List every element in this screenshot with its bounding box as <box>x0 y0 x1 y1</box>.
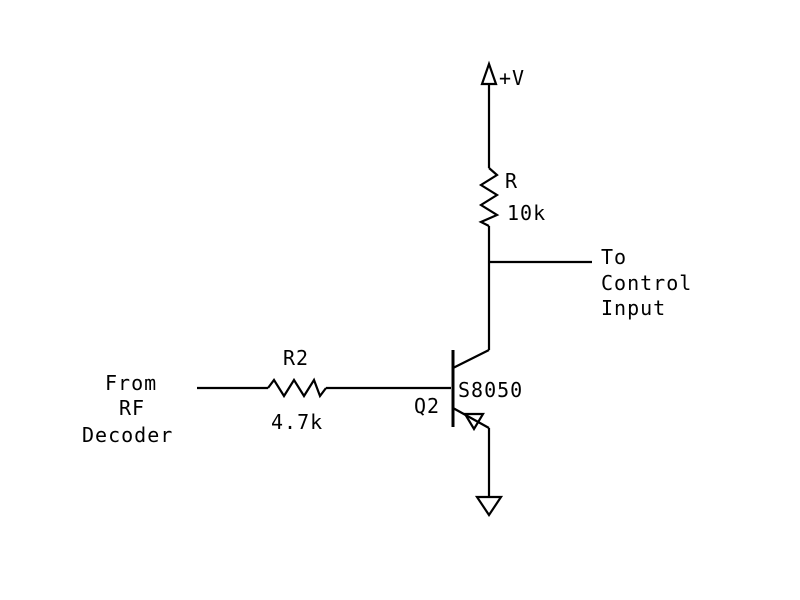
resistor-r2-symbol <box>267 377 327 399</box>
resistor-r2-value: 4.7k <box>271 410 323 434</box>
output-label-line-2: Control <box>601 271 692 295</box>
resistor-r-value: 10k <box>507 201 546 225</box>
input-label-line-1: From <box>105 371 157 395</box>
ground-symbol <box>474 495 504 517</box>
output-label-line-1: To <box>601 245 627 269</box>
input-label-line-3: Decoder <box>82 423 173 447</box>
supply-label: +V <box>499 66 525 90</box>
resistor-r-symbol <box>478 167 500 227</box>
transistor-emitter-arrow <box>463 412 485 432</box>
resistor-r2-ref: R2 <box>283 346 309 370</box>
input-label-line-2: RF <box>119 396 145 420</box>
resistor-r-ref: R <box>505 169 518 193</box>
transistor-collector-leg <box>452 349 490 369</box>
transistor-ref: Q2 <box>414 394 440 418</box>
transistor-part: S8050 <box>458 378 523 402</box>
output-label-line-3: Input <box>601 296 666 320</box>
transistor-emitter-leg <box>452 407 490 429</box>
supply-arrow-symbol <box>480 60 498 86</box>
